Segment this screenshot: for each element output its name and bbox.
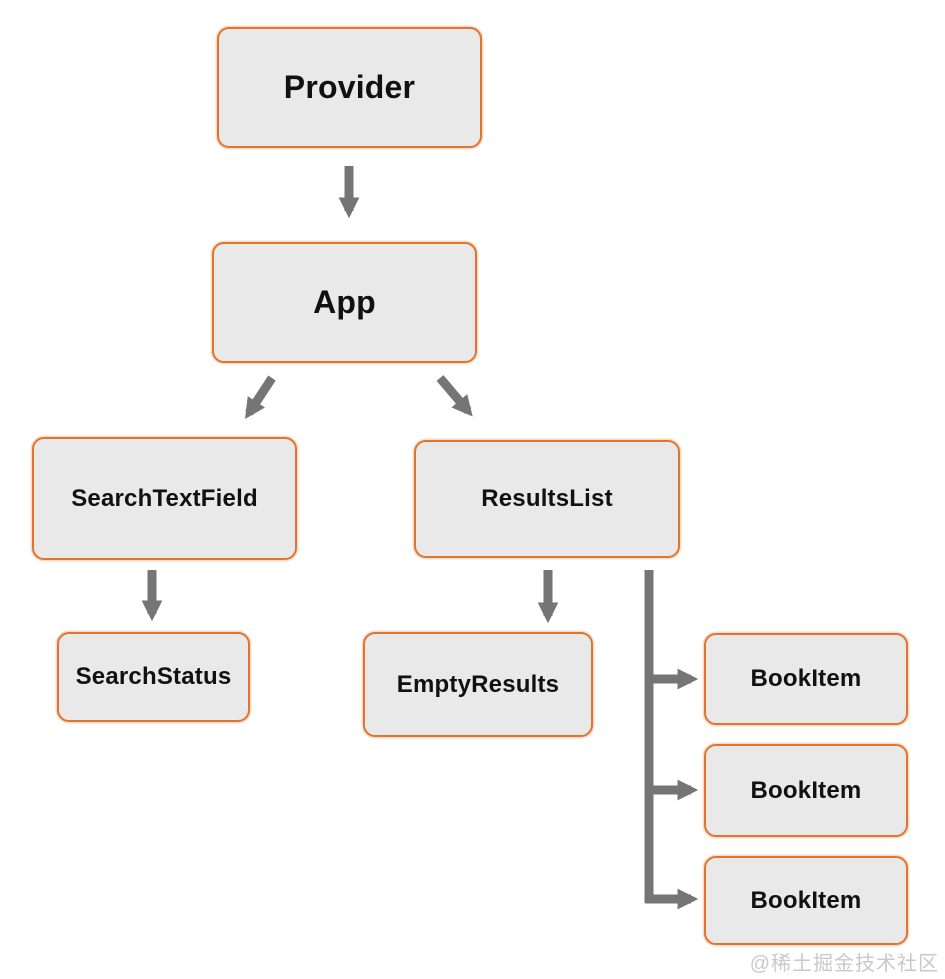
node-book-item-3: BookItem: [704, 856, 908, 945]
node-empty-results-label: EmptyResults: [396, 670, 560, 698]
node-search-text-field: SearchTextField: [32, 437, 297, 560]
watermark: @稀土掘金技术社区: [749, 953, 939, 975]
node-empty-results: EmptyResults: [363, 632, 593, 737]
node-book-item-1: BookItem: [704, 633, 908, 725]
node-book-item-1-label: BookItem: [750, 665, 862, 692]
node-book-item-3-label: BookItem: [750, 886, 862, 914]
node-search-status-label: SearchStatus: [75, 663, 232, 690]
node-app: App: [212, 242, 477, 363]
node-app-label: App: [313, 284, 376, 320]
node-provider: Provider: [217, 27, 482, 148]
node-book-item-2: BookItem: [704, 744, 908, 837]
node-search-text-field-label: SearchTextField: [71, 484, 258, 512]
node-book-item-2-label: BookItem: [750, 776, 862, 804]
node-provider-label: Provider: [283, 69, 416, 105]
node-search-status: SearchStatus: [57, 632, 250, 722]
node-results-list-label: ResultsList: [481, 485, 613, 512]
node-results-list: ResultsList: [414, 440, 680, 558]
edge-app-searchtextfield: [245, 375, 276, 420]
edge-app-resultslist: [436, 375, 473, 417]
